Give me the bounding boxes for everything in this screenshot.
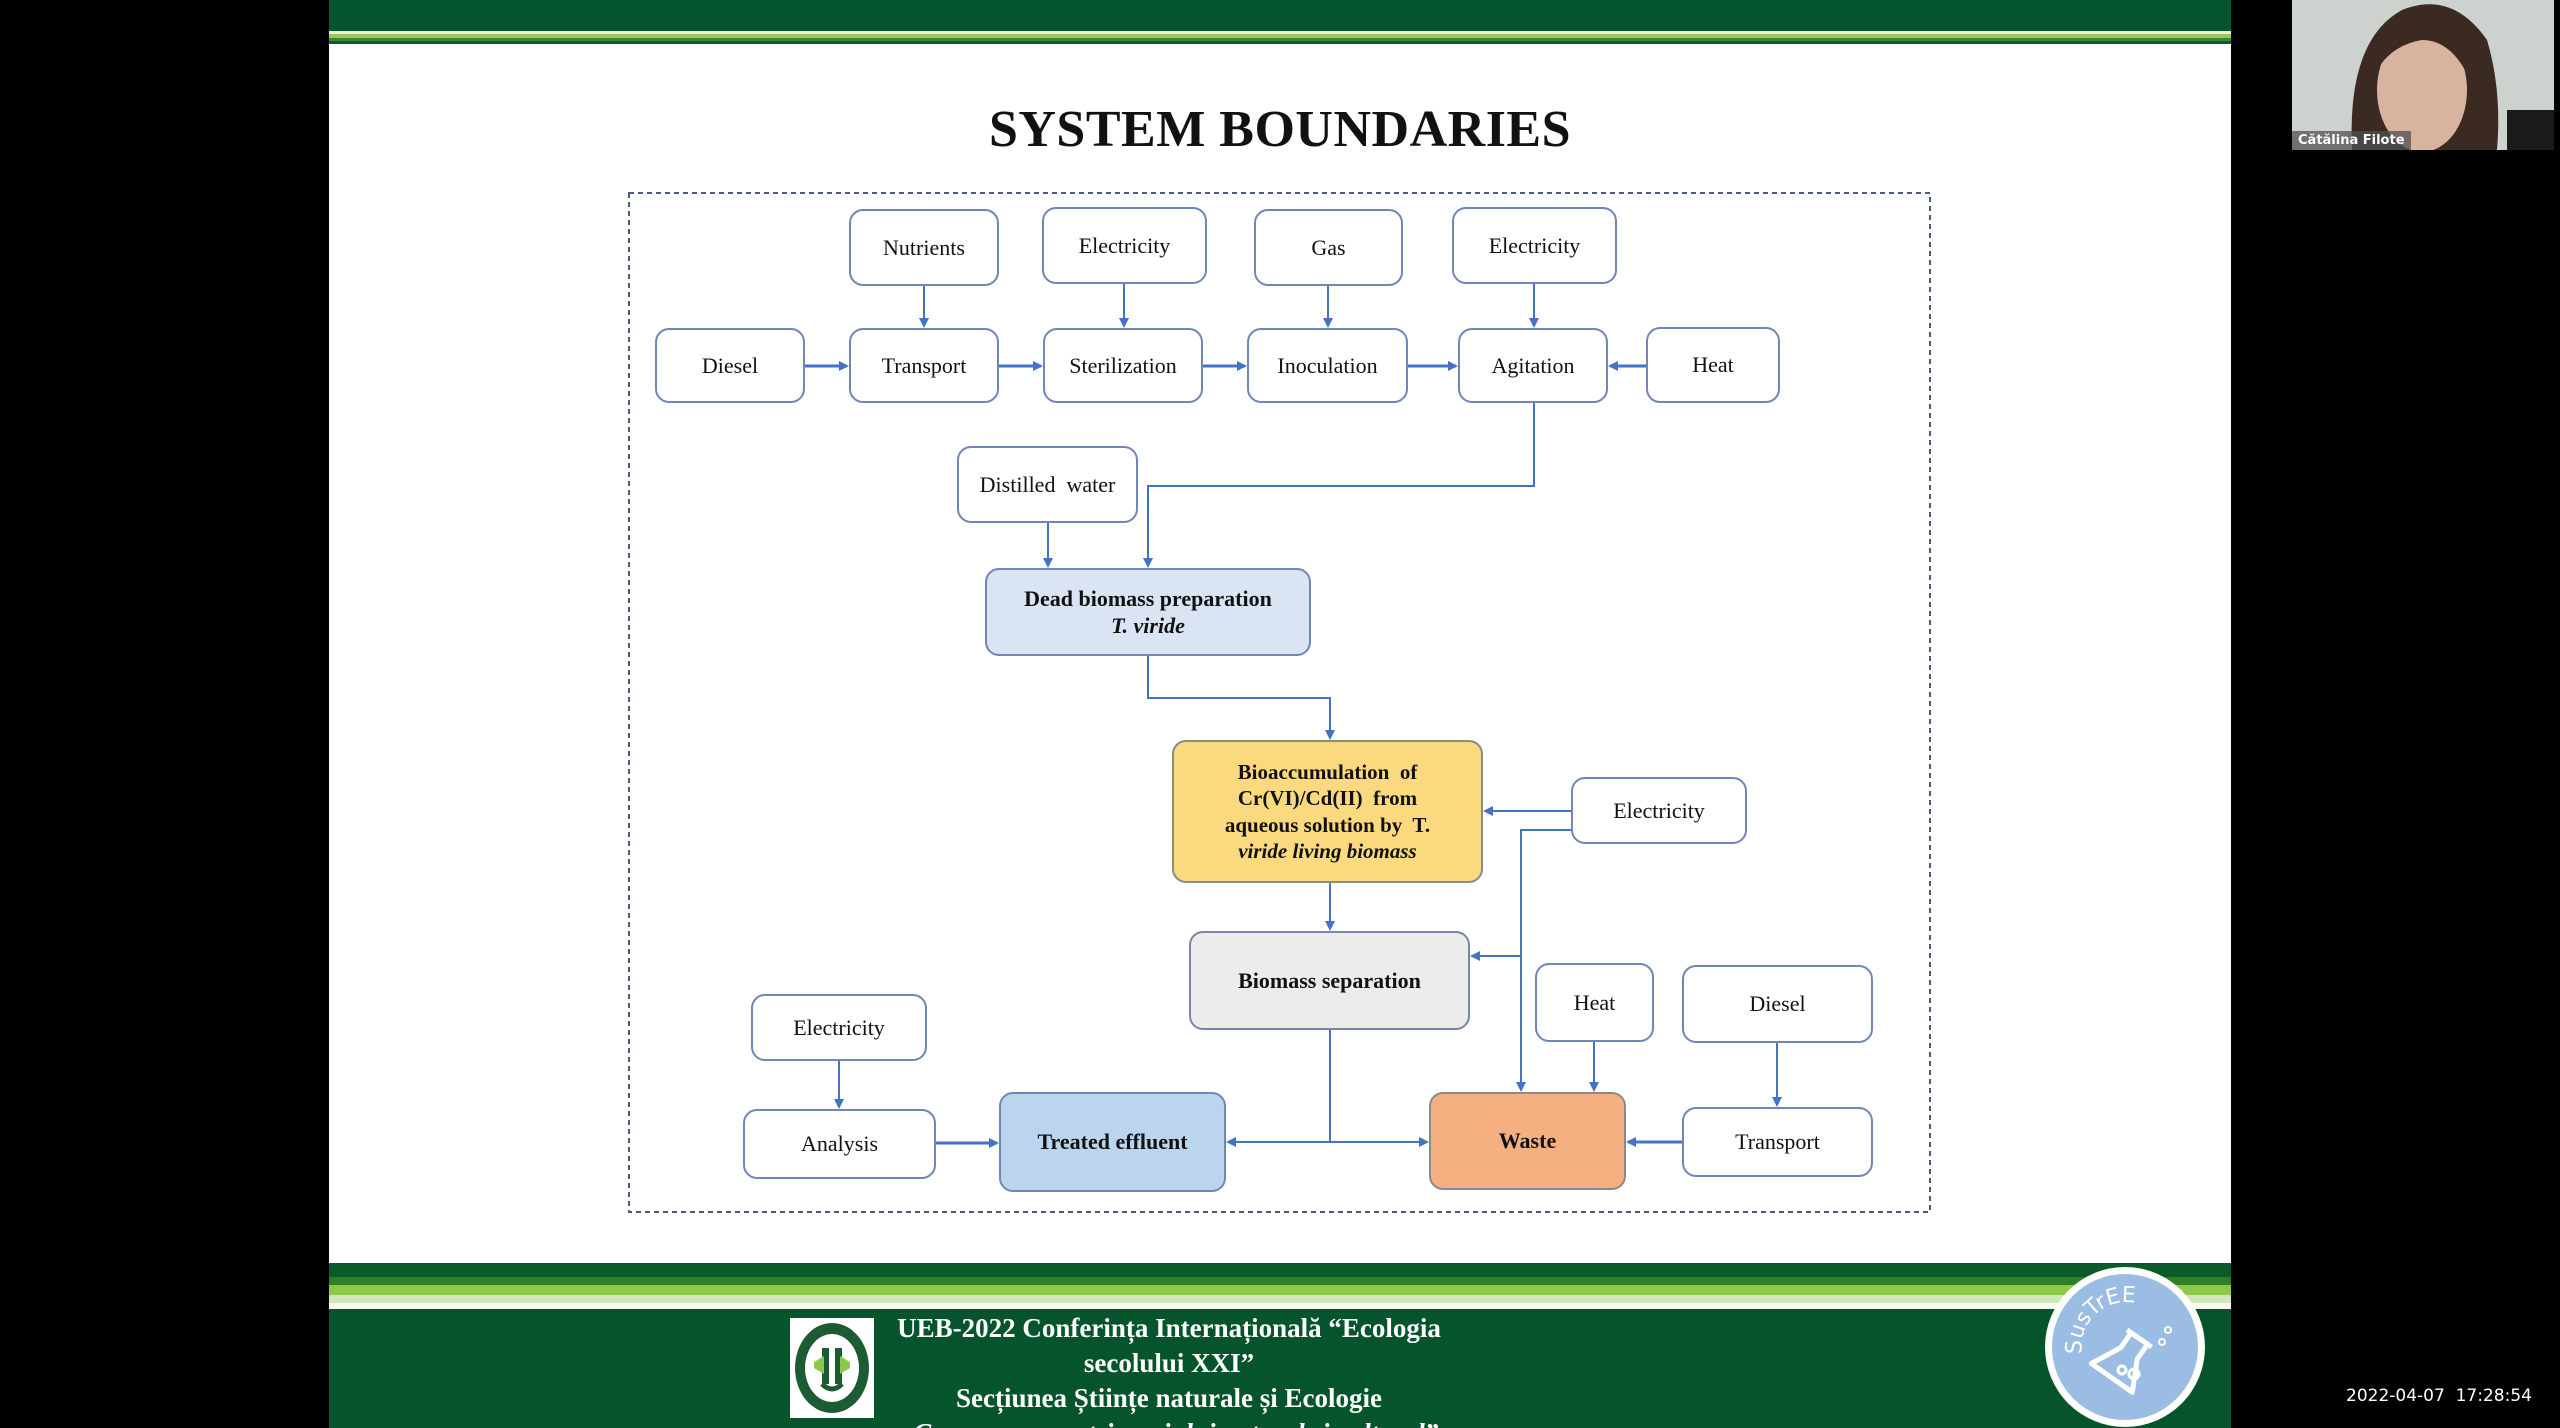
node-electricity-sterilization: Electricity [1042,207,1207,284]
node-electricity-agitation: Electricity [1452,207,1617,284]
line-electricity-branch [1516,829,1571,1092]
node-electricity-analysis: Electricity [751,994,927,1061]
conference-info: UEB-2022 Conferința Internațională “Ecol… [889,1311,1449,1428]
node-transport: Transport [849,328,999,403]
conference-section: Secțiunea Științe naturale și Ecologie [956,1383,1382,1413]
arrow-agitation-dead-biomass [1143,403,1535,568]
participant-video-tile[interactable]: Cătălina Filote [2292,0,2554,150]
node-electricity-bioaccumulation: Electricity [1571,777,1747,844]
conference-theme: „Conservarea patrimoniului natural și cu… [889,1416,1449,1428]
node-distilled-water: Distilled water [957,446,1138,523]
footer-band: UEB-2022 Conferința Internațională “Ecol… [329,1263,2231,1428]
participant-video-feed [2292,0,2554,150]
node-agitation: Agitation [1458,328,1608,403]
node-gas: Gas [1254,209,1403,286]
arrow-dead-biomass-bioaccumulation [1147,656,1335,740]
header-band [329,0,2231,44]
node-heat-waste: Heat [1535,963,1654,1042]
node-diesel: Diesel [655,328,805,403]
flow-connectors [628,192,1931,1213]
conference-name: UEB-2022 Conferința Internațională “Ecol… [897,1313,1441,1378]
node-analysis: Analysis [743,1109,936,1179]
node-transport-waste: Transport [1682,1107,1873,1177]
node-treated-effluent: Treated effluent [999,1092,1226,1192]
recording-timestamp: 2022-04-07 17:28:54 [2346,1386,2532,1406]
sustree-logo-icon: SusTrEE [2045,1267,2205,1427]
node-biomass-separation: Biomass separation [1189,931,1470,1030]
presentation-slide: SYSTEM BOUNDARIES [329,0,2231,1428]
node-sterilization: Sterilization [1043,328,1203,403]
node-diesel-waste: Diesel [1682,965,1873,1043]
participant-name: Cătălina Filote [2292,131,2411,150]
system-boundary [628,192,1931,1213]
node-nutrients: Nutrients [849,209,999,286]
node-inoculation: Inoculation [1247,328,1408,403]
slide-title: SYSTEM BOUNDARIES [988,101,1572,158]
node-heat: Heat [1646,327,1780,403]
node-dead-biomass-preparation: Dead biomass preparation T. viride [985,568,1311,656]
university-logo-icon [790,1318,874,1418]
node-waste: Waste [1429,1092,1626,1190]
node-bioaccumulation: Bioaccumulation of Cr(VI)/Cd(II) from aq… [1172,740,1483,883]
